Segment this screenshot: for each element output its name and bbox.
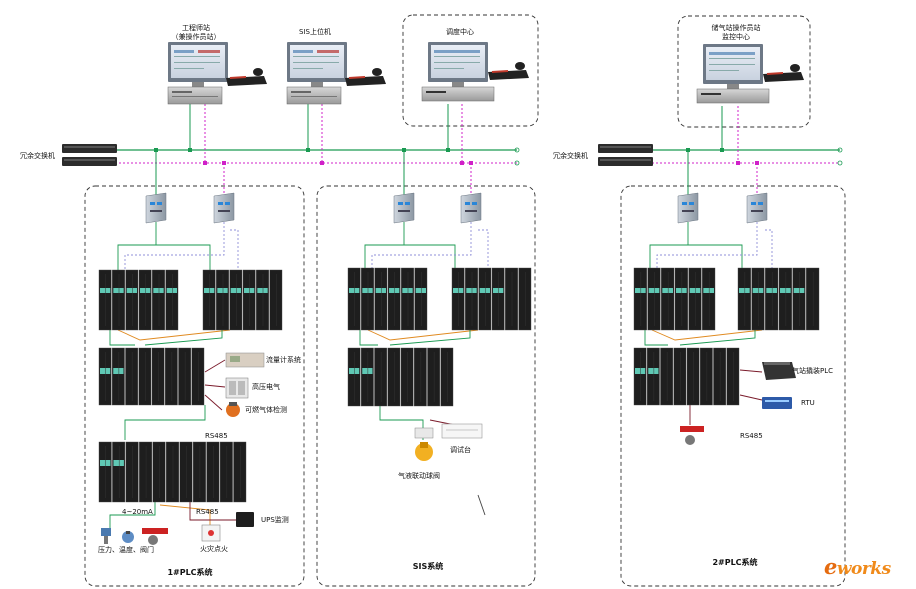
gas-skid-plc-label: 气站撬装PLC bbox=[792, 367, 834, 375]
optical-converter-icon-4 bbox=[460, 192, 482, 224]
rtu-icon bbox=[762, 397, 792, 409]
gas-detector-label: 可燃气体检测 bbox=[245, 406, 287, 414]
gas-detector-icon bbox=[226, 402, 240, 417]
workstation-icon-sis bbox=[286, 42, 386, 105]
gas-center-label-2: 监控中心 bbox=[722, 33, 750, 41]
ups-icon bbox=[236, 512, 254, 527]
switch-left-label: 冗余交换机 bbox=[20, 152, 55, 160]
signal-4-20-label: 4~20mA bbox=[122, 508, 153, 516]
gas-valve-label: 气液联动球阀 bbox=[398, 472, 440, 480]
optical-converter-icon-1 bbox=[145, 192, 167, 224]
plc2-valve-icon bbox=[680, 426, 704, 445]
network-switch-icon-left bbox=[62, 144, 117, 166]
plc2-region bbox=[620, 185, 846, 587]
plc1-system-label: 1#PLC系统 bbox=[167, 568, 213, 577]
field-instruments-label: 压力、温度、阀门 bbox=[98, 546, 154, 554]
monitor-center-region bbox=[402, 14, 539, 127]
plc2-system-label: 2#PLC系统 bbox=[712, 558, 758, 567]
engineer-station-label: 工程师站 bbox=[182, 24, 210, 32]
network-switch-icon-right bbox=[598, 144, 653, 166]
gas-skid-plc-icon bbox=[762, 362, 796, 380]
bus-end-right-green bbox=[837, 147, 843, 153]
plc-rack-icon-sis-io bbox=[347, 347, 454, 407]
fire-alarm-icon bbox=[201, 524, 221, 542]
junction-dots bbox=[154, 148, 759, 165]
rs485-label-c: RS485 bbox=[740, 432, 763, 440]
hv-electric-label: 高压电气 bbox=[252, 383, 280, 391]
bus-end-left-magenta bbox=[514, 160, 520, 166]
pressure-transmitter-icon bbox=[101, 528, 111, 544]
monitor-center-label: 调度中心 bbox=[446, 28, 474, 36]
plc1-region bbox=[84, 185, 305, 587]
temperature-sensor-icon bbox=[122, 531, 134, 543]
fire-alarm-label: 火灾点火 bbox=[200, 545, 228, 553]
optical-converter-icon-2 bbox=[213, 192, 235, 224]
gas-center-label-1: 储气站操作员站 bbox=[711, 24, 761, 32]
plc-rack-icon-plc1-a bbox=[98, 269, 179, 331]
workstation-icon-monitor-center bbox=[421, 42, 529, 102]
sis-station-label: SIS上位机 bbox=[299, 28, 331, 36]
plc-rack-icon-plc2-b bbox=[737, 267, 820, 331]
plc-rack-icon-plc2-a bbox=[633, 267, 716, 331]
plc-rack-icon-plc1-b bbox=[202, 269, 283, 331]
rack-cabling bbox=[109, 222, 773, 528]
optical-converter-icon-5 bbox=[677, 192, 699, 224]
test-bench-icon bbox=[441, 423, 483, 439]
rtu-label: RTU bbox=[801, 399, 815, 407]
bus-end-left-green bbox=[514, 147, 520, 153]
ups-monitor-label: UPS监测 bbox=[261, 516, 289, 524]
sis-system-label: SIS系统 bbox=[412, 562, 444, 571]
rs485-label-b: RS485 bbox=[196, 508, 219, 516]
eworks-watermark: eworks bbox=[824, 554, 891, 579]
vertical-links bbox=[155, 104, 758, 196]
flow-meter-icon bbox=[225, 352, 265, 368]
flow-meter-label: 流量计系统 bbox=[266, 356, 301, 364]
optical-converter-icon-6 bbox=[746, 192, 768, 224]
hv-cabinet-icon bbox=[225, 377, 249, 399]
plc-rack-icon-plc1-ext bbox=[98, 441, 247, 503]
workstation-icon-engineer bbox=[167, 42, 267, 105]
rs485-label-a: RS485 bbox=[205, 432, 228, 440]
valve-icon bbox=[142, 528, 168, 545]
dashed-regions bbox=[84, 14, 846, 587]
plc-rack-icons bbox=[98, 267, 820, 503]
bus-end-right-magenta bbox=[837, 160, 843, 166]
plc-rack-icon-sis-a bbox=[347, 267, 428, 331]
gas-center-region bbox=[677, 15, 811, 128]
switch-right-label: 冗余交换机 bbox=[553, 152, 588, 160]
plc-rack-icon-plc2-io bbox=[633, 347, 740, 406]
workstation-icon-gas-center bbox=[696, 44, 804, 104]
plc-rack-icon-plc1-io bbox=[98, 347, 205, 406]
optical-converter-icons bbox=[145, 192, 768, 224]
field-devices bbox=[101, 352, 796, 545]
optical-converter-icon-3 bbox=[393, 192, 415, 224]
test-bench-label: 调试台 bbox=[450, 446, 471, 454]
sis-region bbox=[316, 185, 536, 587]
engineer-station-sub-label: （兼操作员站） bbox=[171, 33, 221, 41]
plc-rack-icon-sis-b bbox=[451, 267, 532, 331]
gas-valve-icon bbox=[414, 427, 434, 461]
